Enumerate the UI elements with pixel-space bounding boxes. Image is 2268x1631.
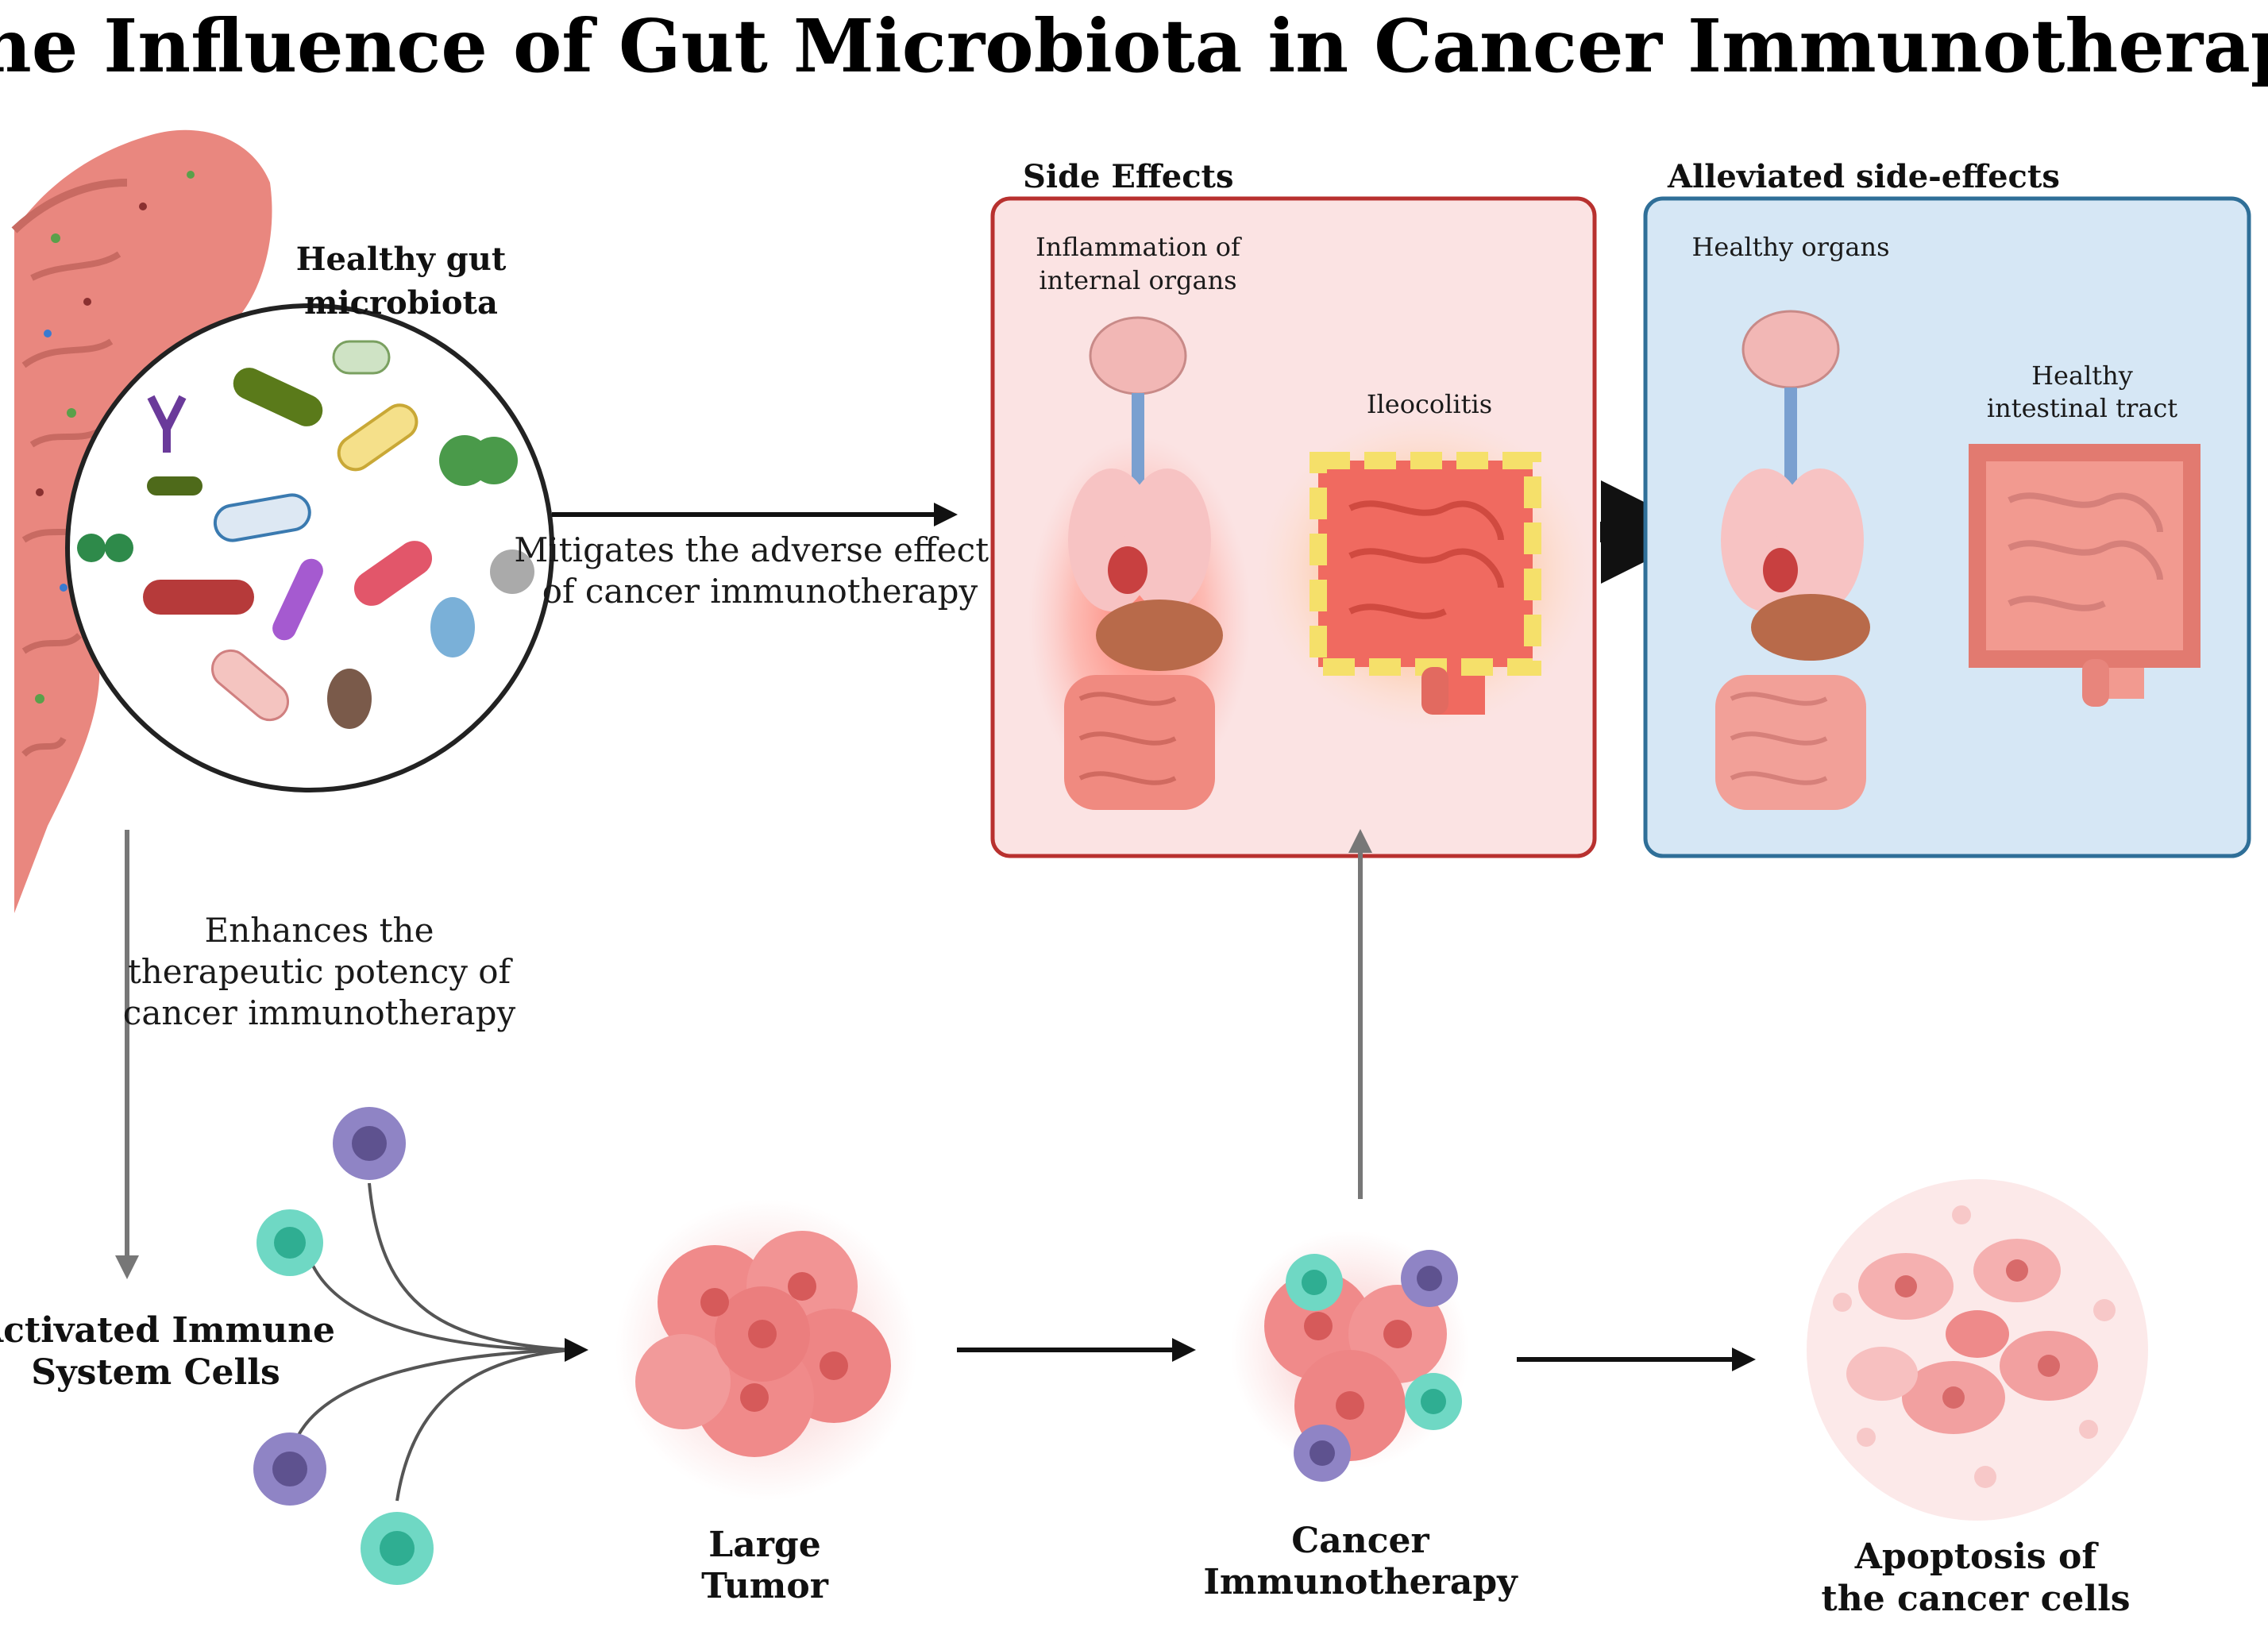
- microbiota-label-line2: microbiota: [304, 284, 498, 322]
- antibody-icon: [147, 395, 187, 453]
- healthy-organs-label: Healthy organs: [1691, 232, 1889, 262]
- bacterium-pink-pale-rod: [210, 649, 290, 722]
- apoptosis-label-line1: Apoptosis of: [1854, 1537, 2100, 1577]
- inflammation-label-line1: Inflammation of: [1036, 232, 1242, 262]
- ileocolitis-intestine-icon: [1259, 413, 1592, 731]
- healthy-organs-icon: [1715, 310, 1870, 810]
- alleviated-panel: Alleviated side-effects Healthy organs H…: [1643, 158, 2251, 858]
- large-tumor-icon: [615, 1199, 917, 1501]
- immunotherapy-label-line1: Cancer: [1291, 1521, 1429, 1561]
- immune-cells-label-line2: System Cells: [31, 1352, 280, 1393]
- enhances-text-line3: cancer immunotherapy: [123, 993, 516, 1032]
- healthy-intestinal-label-line2: intestinal tract: [1987, 393, 2177, 423]
- inflamed-organs-icon: [1028, 316, 1251, 810]
- bacterium-blue-rod: [213, 493, 311, 542]
- immune-cells-group: [253, 1107, 588, 1585]
- enhances-text-line1: Enhances the: [205, 911, 434, 950]
- apoptosis-label-line2: the cancer cells: [1821, 1579, 2130, 1619]
- immunotherapy-label-line2: Immunotherapy: [1203, 1562, 1518, 1602]
- bacterium-diplococcus: [77, 534, 106, 562]
- bacterium-small-rod: [147, 476, 202, 495]
- microbiota-magnifier: [65, 303, 554, 792]
- bacterium-blue-flagellate: [430, 597, 475, 657]
- enhances-text-line2: therapeutic potency of: [128, 952, 514, 991]
- mitigates-text-line1: Mitigates the adverse effects: [514, 530, 1005, 569]
- page-title: The Influence of Gut Microbiota in Cance…: [0, 3, 2268, 89]
- microbiota-label-line1: Healthy gut: [296, 241, 507, 278]
- bacterium-yellow-rod: [337, 403, 418, 472]
- side-effects-panel: Side Effects Inflammation of internal or…: [990, 158, 1597, 858]
- apoptosis-icon: [1807, 1179, 2148, 1521]
- bacterium-pale-green-rod: [332, 340, 391, 375]
- side-effects-heading: Side Effects: [1023, 158, 1234, 195]
- immune-cells-label-line1: Activated Immune: [0, 1310, 335, 1351]
- bacterium-gray-coccus: [490, 549, 534, 594]
- bacterium-red-rod: [143, 580, 254, 615]
- mitigates-text-line2: of cancer immunotherapy: [542, 572, 978, 611]
- inflammation-label-line2: internal organs: [1039, 265, 1236, 295]
- tumor-label-line1: Large: [708, 1525, 820, 1565]
- bacterium-purple-rod: [272, 558, 323, 641]
- bacterium-pink-rod: [353, 541, 433, 606]
- healthy-intestinal-label-line1: Healthy: [2031, 361, 2133, 391]
- healthy-intestine-icon: [1969, 444, 2200, 707]
- bacterium-brown-flagellate: [327, 669, 372, 729]
- cancer-immunotherapy-icon: [1231, 1231, 1469, 1482]
- alleviated-heading: Alleviated side-effects: [1667, 158, 2060, 195]
- tumor-label-line2: Tumor: [701, 1566, 829, 1606]
- bacterium-green-rod: [233, 368, 323, 426]
